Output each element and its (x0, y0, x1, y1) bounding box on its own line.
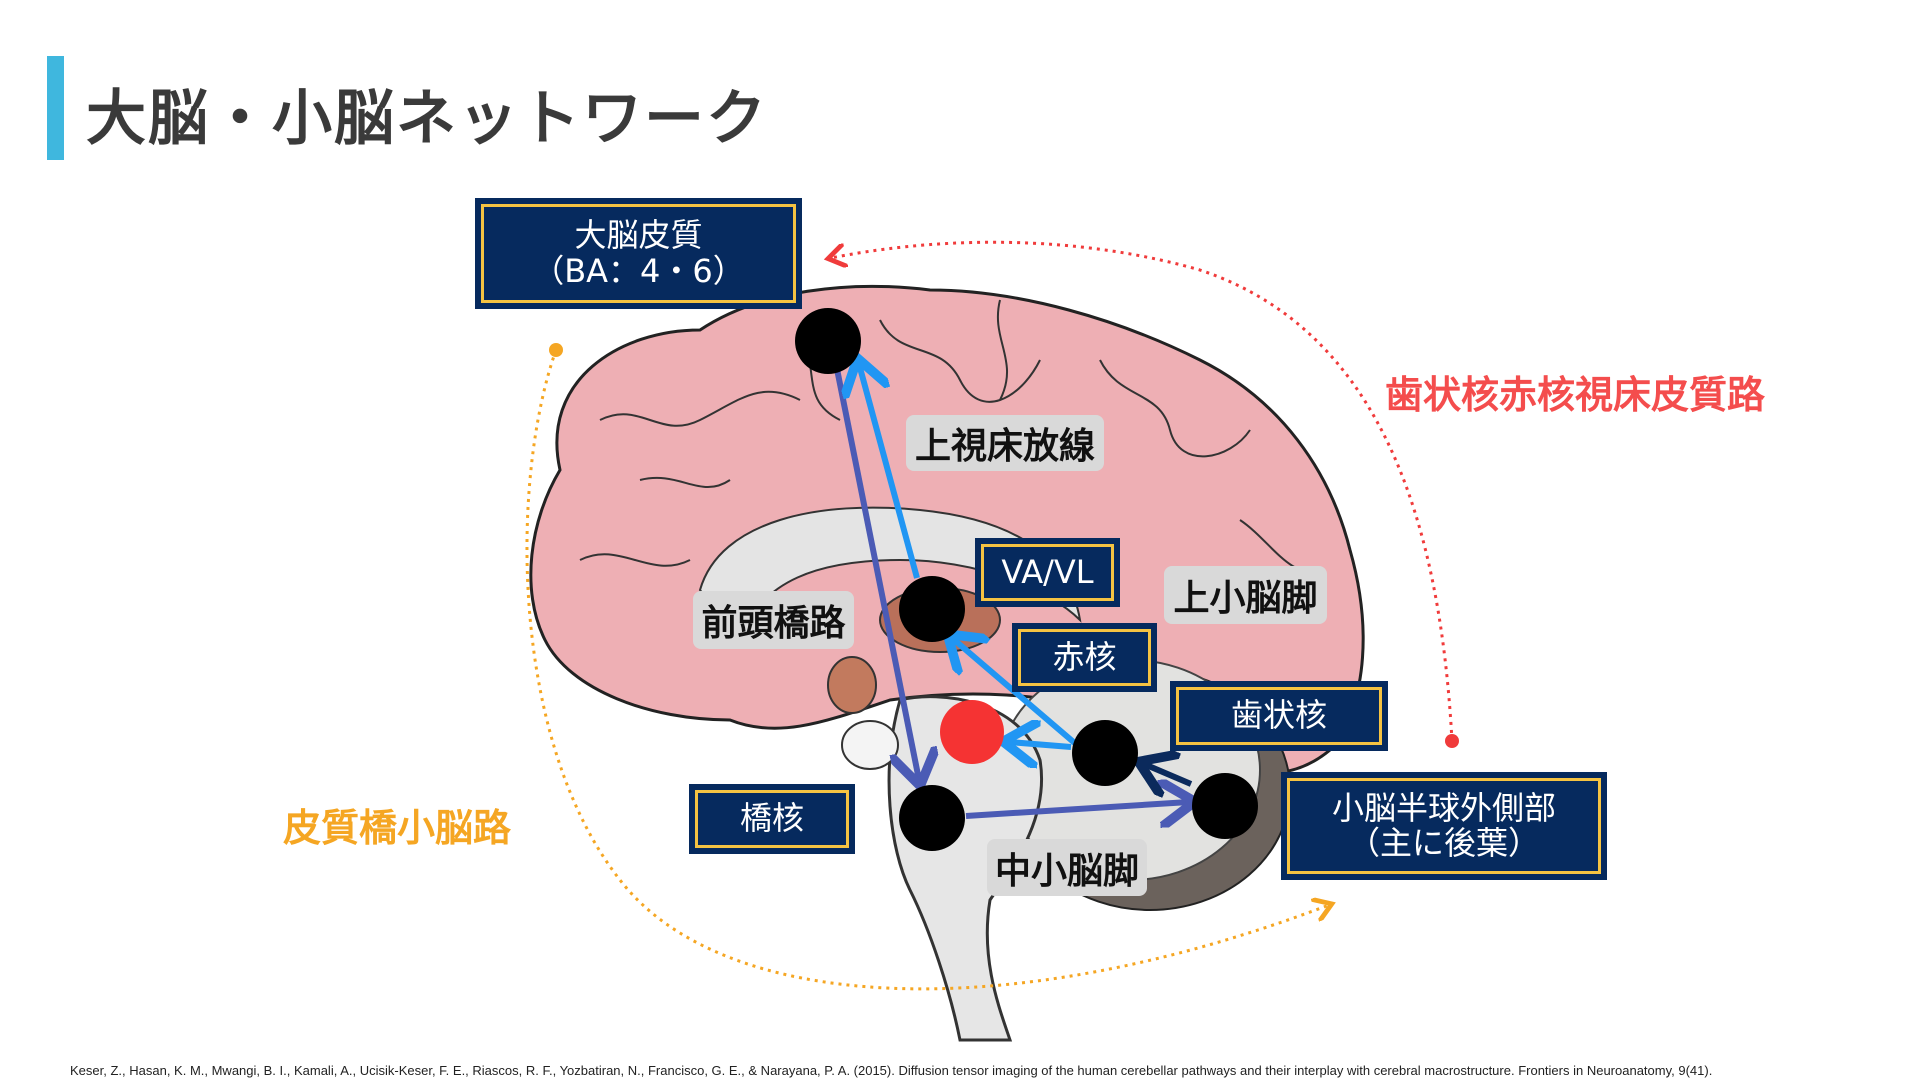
pontine-label: 橋核 (695, 790, 849, 848)
label-frontopontine: 前頭橋路 (693, 591, 854, 649)
cortex-label: 大脳皮質 (574, 216, 703, 255)
node-red-nucleus (940, 700, 1004, 764)
cortico-ponto-cerebellar-path (525, 349, 1329, 991)
mammillary-body (841, 720, 899, 770)
cortex-ba-label: （BA：4・6） (532, 251, 745, 290)
box-pontine: 橋核 (689, 784, 855, 854)
label-middle-cerebellar-peduncle: 中小脳脚 (987, 839, 1147, 896)
hypothalamus (827, 656, 877, 714)
posterior-lobe-label: （主に後葉） (1347, 824, 1540, 862)
box-vavl: VA/VL (975, 538, 1120, 607)
label-superior-thalamic-radiation: 上視床放線 (906, 415, 1104, 471)
dentato-rubro-thalamo-cortical-path (831, 240, 1454, 742)
box-cerebral-cortex: 大脳皮質（BA：4・6） (475, 198, 802, 309)
label-superior-cerebellar-peduncle: 上小脳脚 (1164, 566, 1327, 624)
orange-path-start-dot (549, 343, 563, 357)
cerebellar-hemisphere-label: 小脳半球外側部 (1331, 788, 1556, 827)
box-cerebellar-hemisphere: 小脳半球外側部（主に後葉） (1281, 772, 1607, 880)
dentate-label: 歯状核 (1176, 687, 1382, 745)
arrow-cerebellum-to-dentate (1144, 764, 1193, 784)
red-nucleus-label: 赤核 (1018, 629, 1151, 686)
node-dentate (1072, 720, 1138, 786)
label-dentato-rubro-thalamo-cortical: 歯状核赤核視床皮質路 (1385, 373, 1766, 417)
label-cortico-ponto-cerebellar: 皮質橋小脳路 (283, 806, 512, 850)
arrow-cortex-to-pons (834, 368, 919, 780)
node-cerebellar-hemisphere (1192, 773, 1258, 839)
citation: Keser, Z., Hasan, K. M., Mwangi, B. I., … (70, 1063, 1713, 1078)
page-title: 大脳・小脳ネットワーク (86, 84, 768, 154)
arrow-dentate-to-red-nucleus (1009, 742, 1072, 747)
box-red-nucleus: 赤核 (1012, 623, 1157, 692)
red-path-start-dot (1445, 734, 1459, 748)
arrow-vavl-to-cortex (859, 364, 920, 579)
vavl-label: VA/VL (981, 544, 1114, 601)
node-cortex (795, 308, 861, 374)
box-dentate: 歯状核 (1170, 681, 1388, 751)
node-pontine (899, 785, 965, 851)
arrow-pons-to-cerebellum (965, 802, 1189, 816)
title-accent-bar (47, 56, 64, 160)
node-vavl (899, 576, 965, 642)
